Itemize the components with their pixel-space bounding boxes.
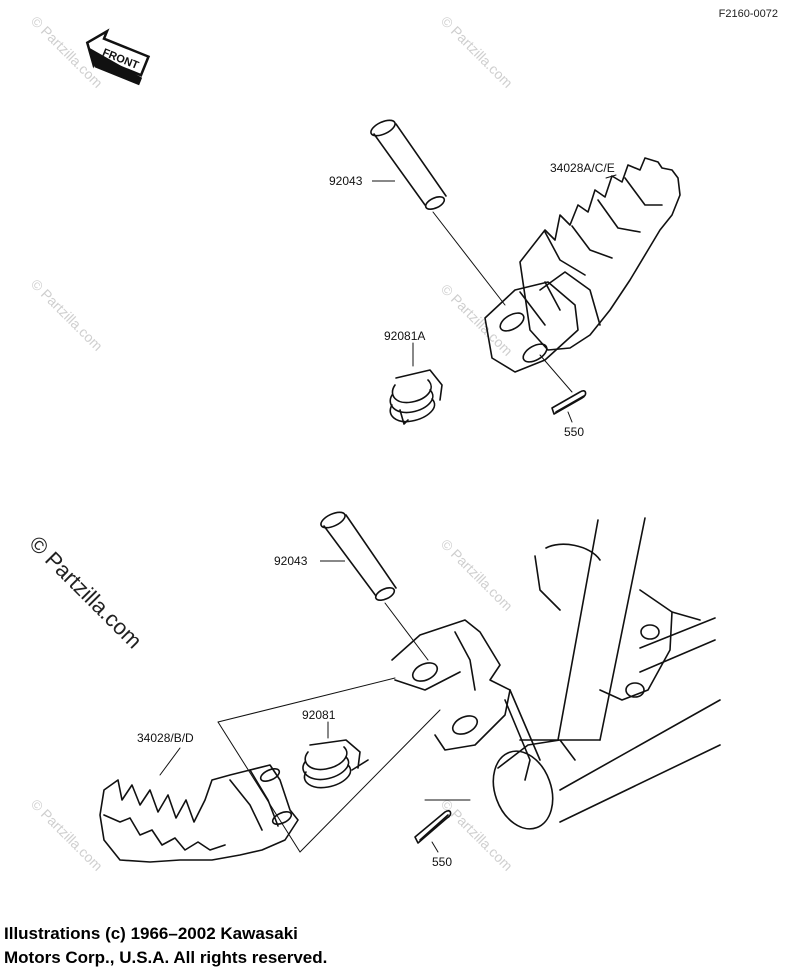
cotter-pin-upper-icon	[551, 390, 587, 415]
part-labels: 92043 34028A/C/E 92081A 550 92043 34028/…	[137, 161, 615, 869]
front-arrow-icon: FRONT	[85, 28, 151, 86]
watermark: © Partzilla.com	[28, 276, 106, 354]
label-footpeg-upper: 34028A/C/E	[550, 161, 615, 175]
bracket-lower-icon	[391, 619, 541, 781]
label-spring-lower: 92081	[302, 708, 336, 722]
figure-id: F2160-0072	[718, 8, 778, 20]
label-pin-upper: 92043	[329, 174, 363, 188]
watermark: © Partzilla.com	[438, 13, 516, 91]
label-spring-upper: 92081A	[384, 329, 425, 343]
watermark: © Partzilla.com	[28, 796, 106, 874]
cotter-pin-lower-icon	[414, 810, 452, 844]
copyright-notice: Illustrations (c) 1966–2002 Kawasaki Mot…	[4, 922, 424, 970]
pin-lower-icon	[320, 511, 397, 601]
frame-icon	[492, 517, 721, 830]
footpeg-lower-icon	[99, 764, 299, 863]
label-footpeg-lower: 34028/B/D	[137, 731, 194, 745]
copyright-line-2: Motors Corp., U.S.A. All rights reserved…	[4, 948, 328, 967]
copyright-line-1: Illustrations (c) 1966–2002 Kawasaki	[4, 924, 298, 943]
label-cotter-lower: 550	[432, 855, 452, 869]
label-cotter-upper: 550	[564, 425, 584, 439]
label-pin-lower: 92043	[274, 554, 308, 568]
footpeg-upper-icon	[484, 157, 681, 373]
watermark: © Partzilla.com	[438, 536, 516, 614]
spring-lower-icon	[302, 739, 369, 789]
pin-upper-icon	[370, 119, 447, 210]
spring-upper-icon	[389, 369, 443, 425]
watermark-large: © Partzilla.com	[24, 531, 147, 654]
